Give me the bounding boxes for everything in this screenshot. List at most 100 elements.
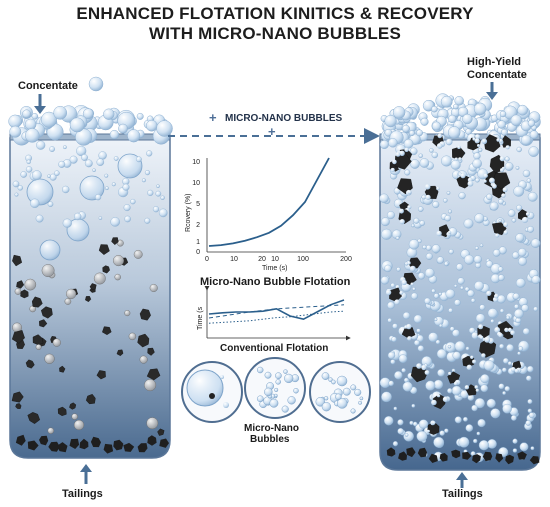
left-tank-concentrate-label: Concentate: [18, 80, 78, 92]
foam-bubble: [431, 105, 438, 113]
nano-bubble: [284, 373, 294, 384]
micro-bubble: [502, 403, 512, 414]
large-bubble: [39, 239, 61, 261]
micro-bubble: [527, 191, 538, 202]
micro-bubble: [419, 220, 426, 226]
foam-bubble: [416, 129, 423, 137]
recovery-chart-ylabel: Rcovery (%): [185, 193, 192, 232]
small-bubble: [104, 173, 109, 178]
micro-bubble: [515, 278, 526, 288]
small-bubble: [92, 168, 96, 172]
micro-bubble: [506, 343, 514, 352]
foam-bubble: [529, 130, 539, 140]
micro-bubble: [474, 398, 485, 409]
nano-bubble: [342, 387, 351, 396]
mineral-particle: [11, 391, 24, 403]
foam-bubble: [109, 129, 120, 140]
attached-bubble: [460, 173, 466, 179]
attached-bubble: [467, 180, 474, 187]
attached-bubble: [477, 144, 480, 147]
mineral-particle: [39, 319, 48, 328]
attached-particle: [451, 146, 466, 161]
micro-bubble: [438, 323, 443, 328]
small-bubble: [49, 146, 55, 153]
settled-particle: [103, 443, 114, 454]
large-bubble: [117, 153, 143, 179]
nano-bubble: [256, 366, 264, 374]
foam-bubble: [473, 102, 487, 116]
settled-particle: [428, 453, 438, 463]
micro-bubble: [504, 386, 510, 392]
micro-bubble: [449, 326, 455, 332]
micro-bubble: [515, 165, 520, 170]
recovery-x-tick: 10: [230, 256, 238, 263]
small-bubble: [12, 180, 20, 188]
small-bubble: [124, 215, 131, 223]
attached-bubble: [474, 138, 480, 144]
micro-bubble: [392, 323, 398, 329]
foam-bubble: [527, 119, 536, 127]
foam-bubble: [517, 104, 528, 116]
micro-bubble: [533, 306, 538, 312]
micro-bubble: [454, 299, 461, 306]
micro-bubble: [431, 244, 441, 254]
micro-bubble: [441, 155, 453, 167]
nano-bubble: [354, 388, 362, 396]
small-bubble: [25, 166, 33, 173]
nano-bubble: [281, 405, 289, 413]
recovery-y-tick: 5: [196, 201, 200, 208]
nano-bubble: [359, 396, 364, 401]
micro-bubble: [443, 261, 449, 267]
small-bubble: [84, 159, 93, 168]
gangue-particle: [14, 288, 22, 295]
concentrate-arrow-left: [34, 94, 46, 114]
micro-bubble: [462, 416, 468, 422]
nano-bubble: [269, 398, 279, 408]
micro-bubble: [444, 428, 449, 433]
attached-bubble: [442, 396, 449, 403]
micro-bubble: [456, 263, 464, 271]
micro-bubble: [410, 159, 420, 169]
micro-bubble: [417, 272, 426, 280]
attached-bubble: [478, 324, 484, 330]
micro-bubble: [458, 192, 466, 200]
attached-bubble: [505, 145, 510, 150]
mineral-particle: [20, 289, 29, 299]
gangue-particle: [47, 427, 54, 434]
nano-bubble: [321, 372, 330, 380]
micro-bubble: [516, 146, 522, 153]
micro-bubble: [498, 218, 502, 223]
lower-chart-title: Micro-Nano Bubble Flotation: [200, 276, 351, 288]
micro-bubble: [412, 421, 418, 427]
attached-bubble: [507, 327, 512, 332]
attached-bubble: [399, 219, 405, 225]
attached-bubble: [504, 327, 509, 333]
attached-bubble: [399, 208, 404, 214]
micro-bubble: [395, 236, 400, 240]
attached-bubble: [499, 156, 505, 162]
micro-bubble: [513, 185, 525, 197]
settled-particle: [90, 436, 101, 448]
attached-bubble: [410, 282, 414, 286]
micro-bubble: [475, 313, 486, 323]
mineral-particle: [40, 306, 53, 319]
micro-bubble: [454, 340, 466, 352]
foam-bubble: [118, 123, 128, 134]
gangue-particle: [133, 249, 143, 259]
settled-particle: [517, 451, 527, 460]
attached-bubble: [401, 279, 407, 286]
attached-bubble: [500, 168, 504, 173]
micro-bubble: [433, 293, 440, 299]
micro-bubble: [490, 319, 495, 324]
nano-bubble: [274, 387, 279, 392]
attached-bubble: [483, 173, 488, 178]
attached-bubble: [448, 371, 452, 376]
attached-bubble: [399, 150, 405, 156]
attached-bubble: [494, 293, 499, 299]
attached-bubble: [464, 385, 470, 390]
right-tank: [379, 93, 541, 471]
foam-bubble: [402, 124, 410, 133]
attached-bubble: [522, 216, 529, 223]
attached-bubble: [475, 388, 479, 392]
nano-bubble: [275, 379, 281, 385]
